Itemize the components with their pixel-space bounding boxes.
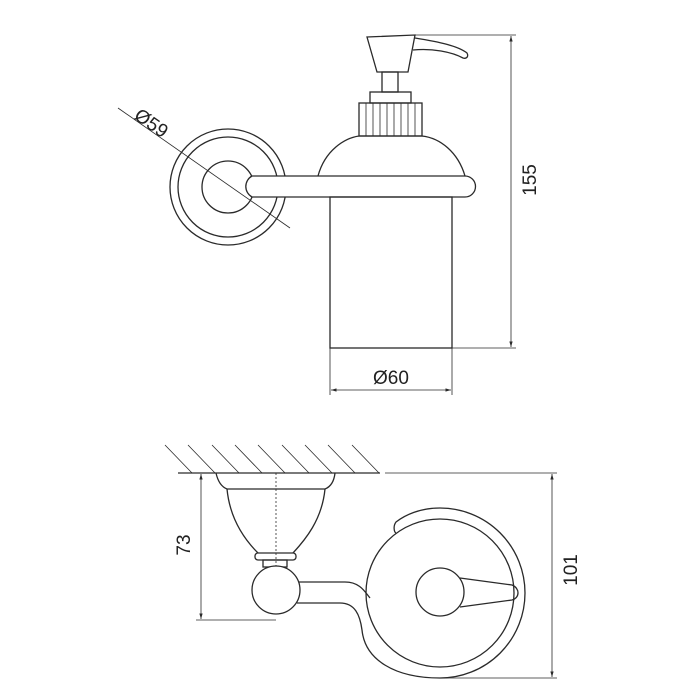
soap-dispenser-side-view: 73 101 xyxy=(164,444,582,679)
projection-dimension: 101 xyxy=(385,472,582,679)
mount-height-label: 73 xyxy=(174,534,195,555)
connector-ball xyxy=(251,565,301,615)
holder-arm-side xyxy=(297,507,526,679)
lever-handle xyxy=(459,577,519,608)
pump-head xyxy=(366,34,416,73)
holder-arm xyxy=(245,175,477,198)
mount-height-dimension: 73 xyxy=(174,474,276,621)
pump-spout xyxy=(412,37,469,59)
rosette-diameter-dimension: Ø59 xyxy=(117,105,291,229)
dispenser-dome xyxy=(317,135,466,177)
ribbed-cap xyxy=(358,91,423,137)
glass-diameter-label: Ø60 xyxy=(373,368,409,389)
wall-mount-cup xyxy=(215,472,336,554)
wall-hatching xyxy=(164,444,380,474)
soap-dispenser-top-view: Ø59 Ø60 155 xyxy=(117,34,541,395)
glass-container xyxy=(329,196,453,349)
height-dimension: 155 xyxy=(415,34,541,349)
rosette-diameter-label: Ø59 xyxy=(130,105,171,143)
knob xyxy=(415,567,465,617)
projection-label: 101 xyxy=(561,554,582,586)
pump-stem xyxy=(381,71,399,93)
glass-diameter-dimension: Ø60 xyxy=(329,348,453,395)
height-label: 155 xyxy=(520,164,541,196)
holder-ring xyxy=(365,518,515,668)
